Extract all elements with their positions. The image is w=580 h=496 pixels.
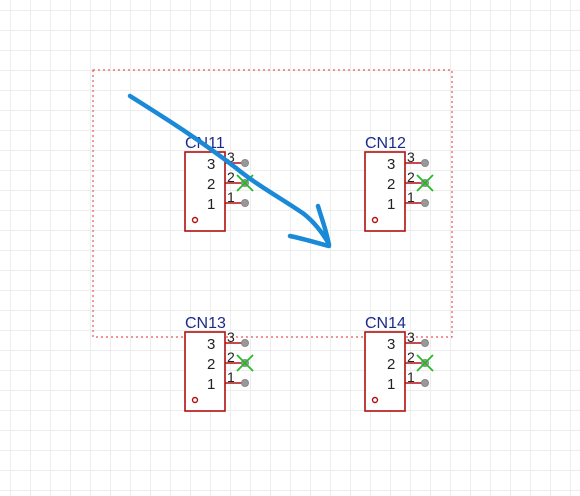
selection-box[interactable] [92,69,453,338]
pin-end-dot[interactable] [421,199,429,207]
pin-label: 2 [207,176,215,193]
freehand-arrow-icon [127,93,332,249]
pin-number: 3 [407,149,415,165]
component-body[interactable] [184,151,226,232]
pin-end-dot[interactable] [421,379,429,387]
pin-label: 2 [207,356,215,373]
component-body[interactable] [364,151,406,232]
pin-end-dot[interactable] [241,339,249,347]
component-designator[interactable]: CN12 [365,135,406,152]
pin-number: 2 [227,169,235,185]
pin-label: 1 [207,196,215,213]
pin-number: 1 [227,189,235,205]
pin-number: 2 [227,349,235,365]
pin-label: 3 [207,336,215,353]
no-connect-marker-icon[interactable] [236,354,254,372]
component-designator[interactable]: CN13 [185,315,226,332]
pin-label: 2 [387,356,395,373]
pin-number: 3 [227,329,235,345]
pin-end-dot[interactable] [241,379,249,387]
component-body[interactable] [184,331,226,412]
pin-label: 3 [387,336,395,353]
pin-number: 1 [227,369,235,385]
pin-number: 3 [227,149,235,165]
pin-number: 1 [407,369,415,385]
pin-number: 2 [407,169,415,185]
pin-number: 2 [407,349,415,365]
pin-end-dot[interactable] [421,339,429,347]
pin1-marker-icon [371,216,379,224]
pin-label: 3 [207,156,215,173]
pin-label: 2 [387,176,395,193]
pin-end-dot[interactable] [241,199,249,207]
pin-label: 1 [387,376,395,393]
no-connect-marker-icon[interactable] [416,354,434,372]
pin-label: 1 [207,376,215,393]
pin-end-dot[interactable] [241,159,249,167]
no-connect-marker-icon[interactable] [416,174,434,192]
component-designator[interactable]: CN14 [365,315,406,332]
pin1-marker-icon [191,216,199,224]
pin-label: 3 [387,156,395,173]
pin-number: 3 [407,329,415,345]
pin1-marker-icon [191,396,199,404]
pin1-marker-icon [371,396,379,404]
pin-label: 1 [387,196,395,213]
pin-number: 1 [407,189,415,205]
component-body[interactable] [364,331,406,412]
pin-end-dot[interactable] [421,159,429,167]
